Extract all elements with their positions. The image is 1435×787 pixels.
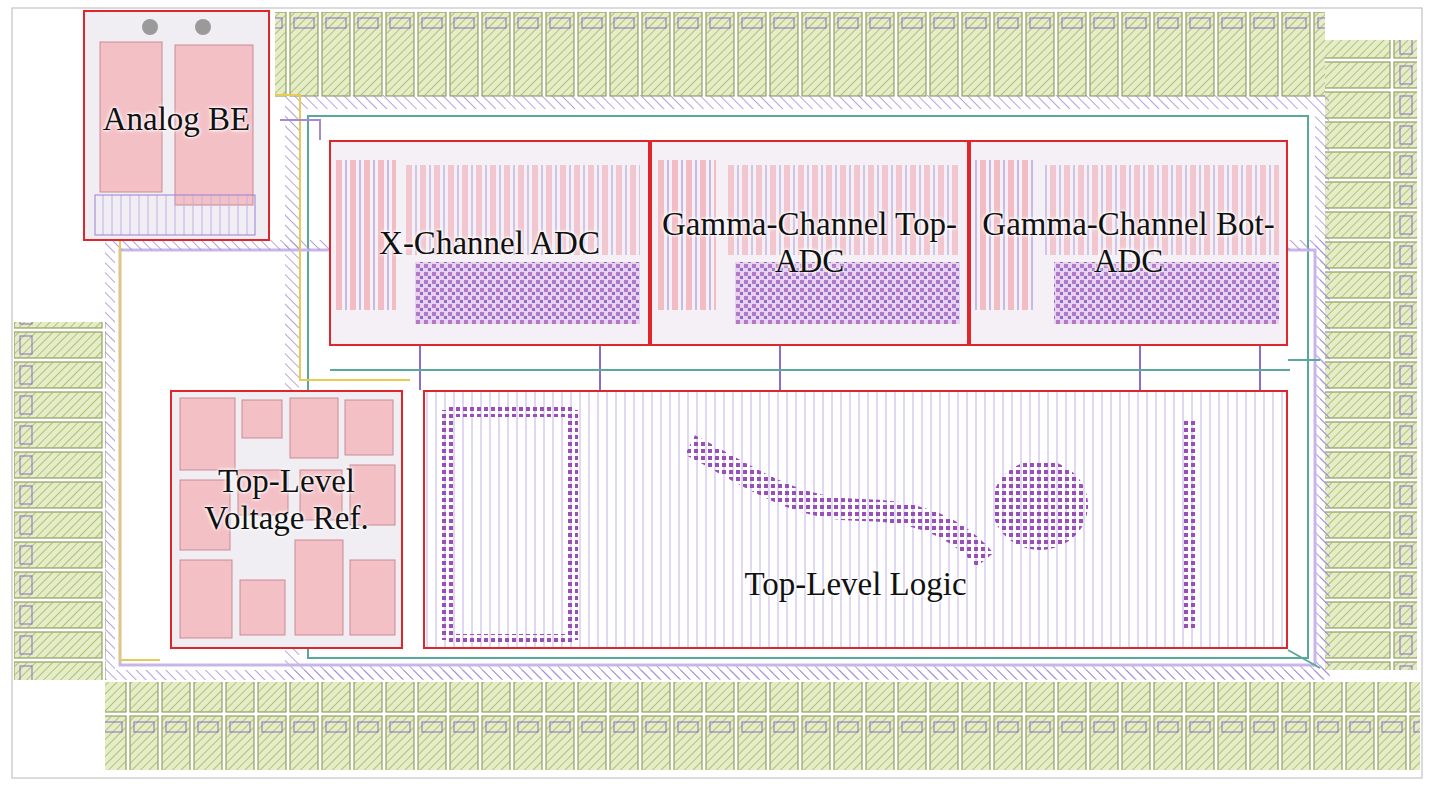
block-region: Gamma-Channel Bot-ADC: [969, 140, 1288, 346]
block-label: Analog BE: [103, 101, 251, 138]
block-label: X-Channel ADC: [379, 225, 600, 262]
block-region: Gamma-Channel Top-ADC: [650, 140, 969, 346]
block-label: Top-Level Logic: [744, 566, 966, 603]
block-label: Gamma-Channel Top-ADC: [658, 206, 961, 280]
block-region: X-Channel ADC: [329, 140, 650, 346]
block-region: Top-Level Logic: [423, 390, 1288, 649]
block-label: Top-Level Voltage Ref.: [178, 463, 395, 537]
block-region: Analog BE: [83, 10, 270, 241]
block-region: Top-Level Voltage Ref.: [170, 390, 403, 649]
block-label: Gamma-Channel Bot-ADC: [977, 206, 1280, 280]
